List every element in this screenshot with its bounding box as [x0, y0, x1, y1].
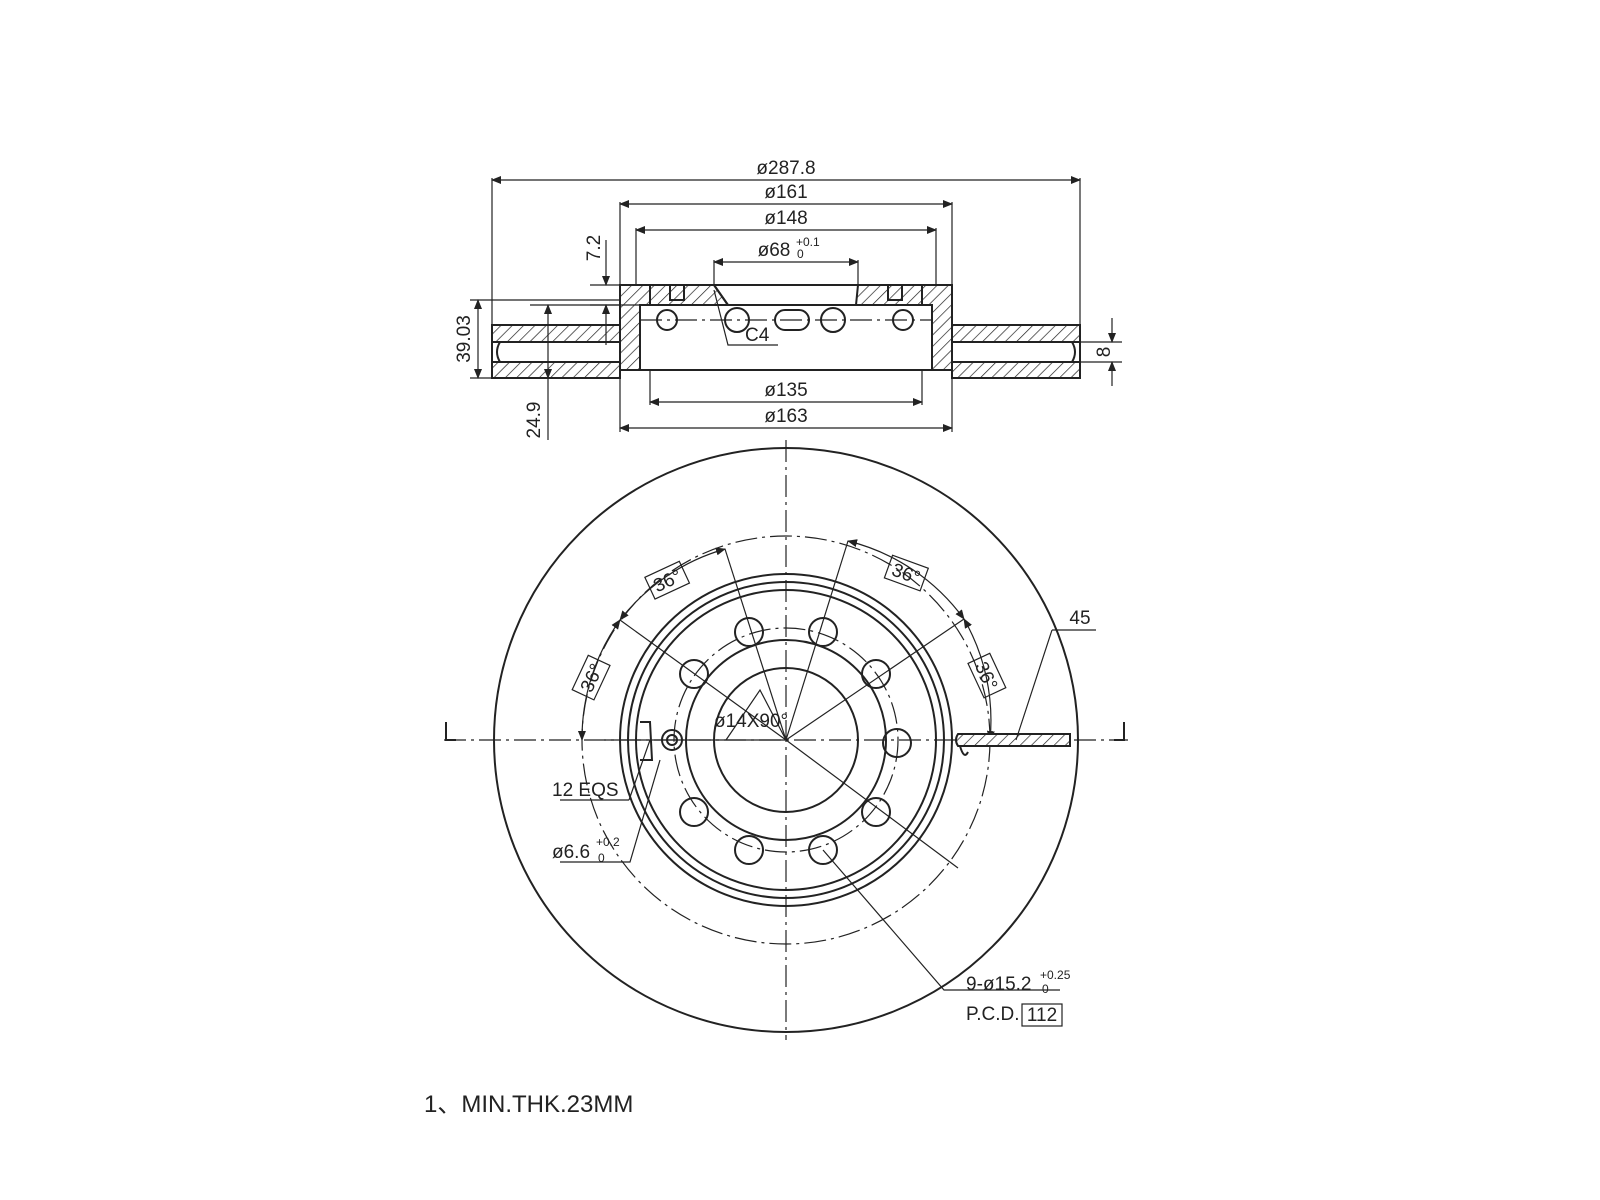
bolt-holes-tol-upper: +0.25	[1040, 968, 1071, 982]
angle-label-4: 36°	[970, 659, 1001, 694]
dim-148: ø148	[764, 208, 807, 229]
small-hole-label: ø6.6	[552, 842, 590, 863]
dim-total-height: 39.03	[454, 315, 475, 363]
small-hole	[661, 729, 683, 751]
small-hole-tol-lower: 0	[598, 851, 605, 865]
small-hole-tol-upper: +0.2	[596, 835, 620, 849]
hat-wall-left	[619, 284, 651, 371]
dim-thickness: 8	[1094, 347, 1115, 358]
pcd-label: P.C.D.	[966, 1004, 1020, 1025]
pcd-value: 112	[1027, 1005, 1057, 1026]
countersink-label: ø14X90°	[714, 711, 788, 732]
ventilation-slot	[955, 733, 1071, 747]
dim-offset: 24.9	[524, 402, 545, 439]
dim-outer-diameter: ø287.8	[756, 158, 815, 179]
angle-label-2: 36°	[577, 661, 608, 696]
dim-center-bore: ø68	[758, 240, 791, 261]
hat-wall-right	[921, 284, 953, 371]
pcd-box	[1021, 1003, 1063, 1027]
section-view	[470, 176, 1122, 440]
dim-center-bore-tol-lower: 0	[797, 247, 804, 261]
rotor-right-upper-face	[951, 324, 1081, 343]
slot-angle: 45	[1069, 608, 1090, 629]
rotor-left-upper-face	[491, 324, 621, 343]
dim-center-bore-tol-upper: +0.1	[796, 235, 820, 249]
bolt-holes-label: 9-ø15.2	[966, 974, 1031, 995]
rotor-left-lower-face	[491, 361, 621, 379]
angle-label-1: 36°	[650, 566, 685, 597]
hole-count-label: 12 EQS	[552, 780, 619, 801]
bolt-holes-tol-lower: 0	[1042, 982, 1049, 996]
dim-135: ø135	[764, 380, 807, 401]
dim-163: ø163	[764, 406, 807, 427]
dim-hat-height: 7.2	[584, 235, 605, 261]
dim-chamfer: C4	[745, 325, 770, 346]
dim-161: ø161	[764, 182, 807, 203]
front-view	[444, 440, 1128, 1040]
note-min-thickness: 1、MIN.THK.23MM	[424, 1091, 633, 1118]
rotor-right-lower-face	[951, 361, 1081, 379]
